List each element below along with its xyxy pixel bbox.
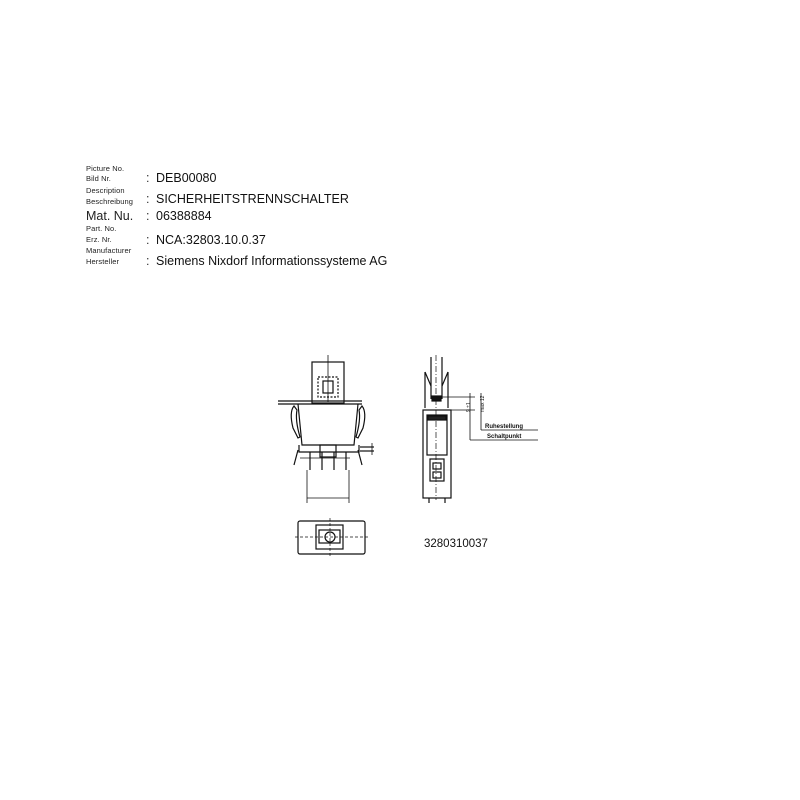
top-view — [295, 518, 368, 556]
label-manufacturer: Manufacturer — [86, 246, 132, 255]
manufacturer-value: Siemens Nixdorf Informationssysteme AG — [156, 254, 388, 268]
description-value: SICHERHEITSTRENNSCHALTER — [156, 192, 349, 206]
separator: : — [146, 171, 150, 185]
picture-number-value: DEB00080 — [156, 171, 217, 185]
part-code-label: 3280310037 — [424, 538, 488, 550]
label-bild-nr: Bild Nr. — [86, 174, 111, 183]
side-view — [422, 355, 538, 503]
label-hersteller: Hersteller — [86, 257, 120, 266]
front-view — [278, 355, 374, 503]
material-number-value: 06388884 — [156, 209, 212, 223]
separator: : — [146, 233, 150, 247]
label-picture-no: Picture No. — [86, 164, 125, 173]
label-part-no: Part. No. — [86, 224, 117, 233]
label-mat-nu: Mat. Nu. — [86, 209, 134, 223]
separator: : — [146, 192, 150, 206]
label-beschreibung: Beschreibung — [86, 197, 134, 206]
separator: : — [146, 254, 150, 268]
label-description: Description — [86, 186, 125, 195]
dimension-label-1: 9 ±1 — [466, 402, 472, 412]
label-erz-nr: Erz. Nr. — [86, 235, 112, 244]
part-number-value: NCA:32803.10.0.37 — [156, 233, 266, 247]
rest-position-label: Ruhestellung — [485, 424, 523, 430]
separator: : — [146, 209, 150, 223]
dimension-label-2: max 12 — [480, 395, 486, 412]
switching-point-label: Schaltpunkt — [487, 434, 521, 440]
